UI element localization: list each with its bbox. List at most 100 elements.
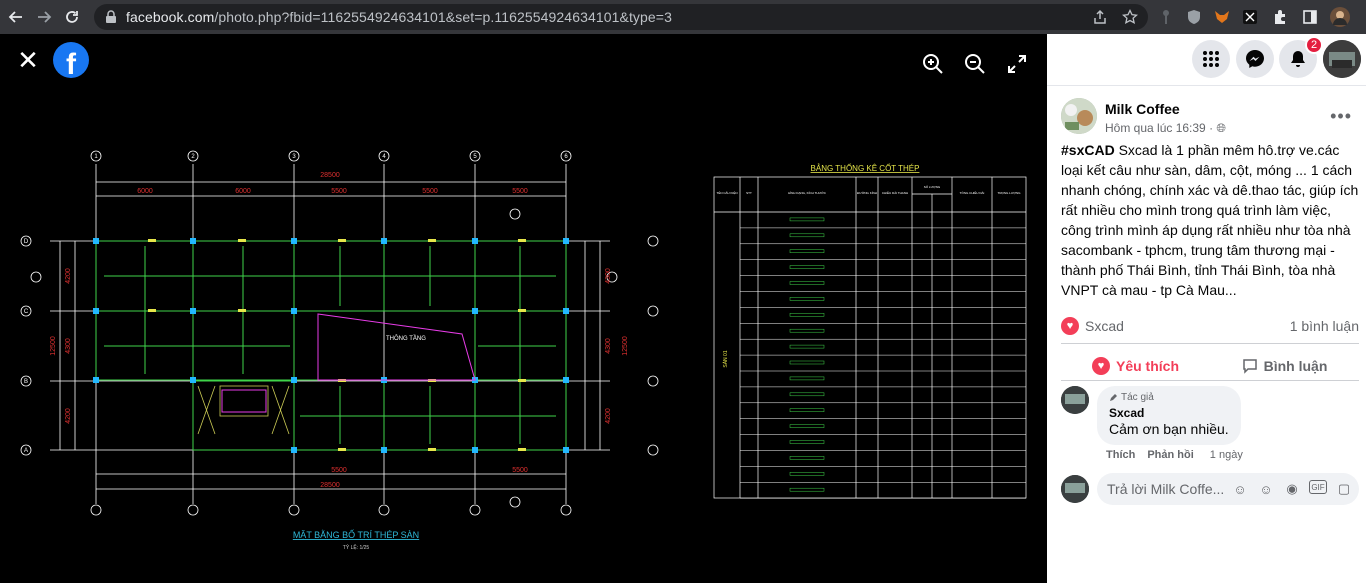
post-time[interactable]: Hôm qua lúc 16:39 · 🌐︎ bbox=[1105, 121, 1227, 135]
comment-actions: Thích Phản hồi 1 ngày bbox=[1106, 449, 1243, 461]
comment-button[interactable]: Bình luận bbox=[1210, 351, 1359, 381]
more-options-icon[interactable]: ••• bbox=[1330, 106, 1352, 126]
account-avatar[interactable] bbox=[1323, 40, 1361, 78]
table-header-no: STT bbox=[746, 191, 752, 195]
table-header-shape: HÌNH DẠNG, KÍCH THƯỚC bbox=[788, 190, 827, 195]
current-user-avatar bbox=[1061, 475, 1089, 503]
grid-menu-icon bbox=[1203, 51, 1219, 67]
table-header-weight: TRỌNG LƯỢNG bbox=[998, 191, 1022, 195]
table-title: BẢNG THỐNG KÊ CỐT THÉP bbox=[811, 163, 920, 173]
comment-bubble: Tác giả Sxcad Cảm ơn bạn nhiều. bbox=[1097, 386, 1241, 445]
post-panel: 2 Milk Coffee Hôm qua lúc 16:39 · 🌐︎ •••… bbox=[1047, 34, 1366, 583]
axis-label-d: D bbox=[24, 239, 29, 245]
dim-top-total: 28500 bbox=[320, 172, 340, 179]
dim-top-5: 5500 bbox=[512, 188, 528, 195]
gif-icon[interactable]: GIF bbox=[1309, 480, 1327, 494]
camera-icon[interactable]: ◉ bbox=[1286, 481, 1298, 496]
dim-left-2: 4300 bbox=[65, 338, 72, 354]
divider bbox=[1061, 343, 1359, 344]
back-icon[interactable] bbox=[2, 3, 30, 31]
shield-extension-icon[interactable] bbox=[1184, 7, 1204, 27]
dim-right-2: 4300 bbox=[605, 338, 612, 354]
heart-reaction-icon: ♥ bbox=[1061, 317, 1079, 335]
rebar-shape bbox=[789, 487, 825, 492]
comment-count[interactable]: 1 bình luận bbox=[1289, 318, 1359, 334]
table-header-total-length: TỔNG CHIỀU DÀI bbox=[960, 190, 985, 195]
rebar-shape bbox=[789, 313, 825, 317]
messenger-icon bbox=[1246, 50, 1264, 68]
plan-title: MẶT BẰNG BỐ TRÍ THÉP SÀN bbox=[293, 529, 419, 540]
bell-icon bbox=[1291, 51, 1305, 67]
axis-label-3: 3 bbox=[292, 154, 296, 160]
rebar-shape bbox=[789, 249, 825, 253]
panel-topbar: 2 bbox=[1047, 34, 1366, 86]
dim-top-2: 6000 bbox=[235, 188, 251, 195]
notification-badge: 2 bbox=[1305, 36, 1323, 54]
fullscreen-icon[interactable] bbox=[1005, 52, 1029, 76]
bookmark-star-icon[interactable] bbox=[1122, 9, 1138, 25]
messenger-button[interactable] bbox=[1236, 40, 1274, 78]
forward-icon[interactable] bbox=[30, 3, 58, 31]
rebar-shape bbox=[789, 328, 825, 333]
comment-author[interactable]: Sxcad bbox=[1109, 406, 1145, 420]
dim-right-3: 4200 bbox=[605, 408, 612, 424]
dim-bottom-total: 28500 bbox=[320, 482, 340, 489]
side-panel-icon[interactable] bbox=[1300, 7, 1320, 27]
table-header-length: CHIỀU DÀI THANH bbox=[882, 190, 908, 195]
profile-avatar[interactable] bbox=[1330, 7, 1350, 27]
zoom-out-icon[interactable] bbox=[963, 52, 987, 76]
dim-left-3: 4200 bbox=[65, 408, 72, 424]
post-author[interactable]: Milk Coffee bbox=[1105, 101, 1180, 117]
avatar-sticker-icon[interactable]: ☺ bbox=[1233, 481, 1247, 497]
rebar-shape bbox=[789, 344, 825, 349]
reactions-bar: ♥ Sxcad 1 bình luận bbox=[1061, 317, 1359, 335]
table-member-label: SÀN 01 bbox=[722, 350, 729, 367]
reaction-summary[interactable]: ♥ Sxcad bbox=[1061, 317, 1124, 335]
author-badge: Tác giả bbox=[1109, 392, 1229, 403]
rebar-shape bbox=[789, 456, 825, 460]
rebar-shape bbox=[789, 281, 825, 285]
author-avatar[interactable] bbox=[1061, 98, 1097, 134]
fox-extension-icon[interactable] bbox=[1212, 7, 1232, 27]
dim-top-1: 6000 bbox=[137, 188, 153, 195]
comment-like-link[interactable]: Thích bbox=[1106, 449, 1136, 461]
rebar-shape bbox=[789, 408, 825, 412]
sticker-icon[interactable]: ▢ bbox=[1337, 481, 1351, 496]
rebar-shape bbox=[789, 440, 825, 444]
rebar-shape bbox=[789, 376, 825, 381]
comment-text: Cảm ơn bạn nhiều. bbox=[1109, 421, 1229, 437]
reload-icon[interactable] bbox=[58, 3, 86, 31]
love-button[interactable]: ♥ Yêu thích bbox=[1061, 351, 1210, 381]
cad-drawing: THÔNG TẦNG 28500 6000 6000 5500 5500 550… bbox=[20, 150, 1027, 551]
rebar-shape bbox=[789, 424, 825, 428]
extensions-icon[interactable] bbox=[1270, 7, 1290, 27]
zoom-in-icon[interactable] bbox=[921, 52, 945, 76]
comment-age[interactable]: 1 ngày bbox=[1209, 449, 1243, 461]
reply-input[interactable]: Trả lời Milk Coffe... ☺ ☺ ◉ GIF ▢ bbox=[1097, 473, 1359, 505]
axis-label-2: 2 bbox=[191, 154, 195, 160]
axis-label-4: 4 bbox=[382, 154, 386, 160]
key-extension-icon[interactable] bbox=[1156, 7, 1176, 27]
menu-button[interactable] bbox=[1192, 40, 1230, 78]
share-icon[interactable] bbox=[1092, 9, 1108, 25]
comment-item: Tác giả Sxcad Cảm ơn bạn nhiều. bbox=[1061, 386, 1241, 445]
close-viewer-button[interactable]: ✕ bbox=[17, 45, 39, 75]
hashtag-link[interactable]: #sxCAD bbox=[1061, 142, 1115, 158]
lock-icon bbox=[106, 10, 116, 23]
notifications-button[interactable]: 2 bbox=[1279, 36, 1323, 78]
pen-icon bbox=[1110, 394, 1117, 401]
commenter-avatar[interactable] bbox=[1061, 386, 1089, 414]
comment-reply-link[interactable]: Phản hồi bbox=[1147, 449, 1194, 461]
address-bar[interactable]: facebook.com/photo.php?fbid=116255492463… bbox=[94, 4, 1148, 30]
reply-composer: Trả lời Milk Coffe... ☺ ☺ ◉ GIF ▢ bbox=[1061, 473, 1359, 505]
facebook-logo-icon[interactable]: f bbox=[53, 42, 89, 78]
room-label: THÔNG TẦNG bbox=[386, 335, 426, 342]
puzzle-extension-icon[interactable] bbox=[1240, 7, 1260, 27]
photo-viewer: THÔNG TẦNG 28500 6000 6000 5500 5500 550… bbox=[0, 34, 1047, 583]
emoji-icon[interactable]: ☺ bbox=[1259, 481, 1273, 497]
rebar-shape bbox=[789, 217, 825, 222]
axis-label-b: B bbox=[24, 379, 28, 385]
comment-icon bbox=[1242, 359, 1257, 374]
axis-label-6: 6 bbox=[564, 154, 568, 160]
divider bbox=[1061, 380, 1359, 381]
